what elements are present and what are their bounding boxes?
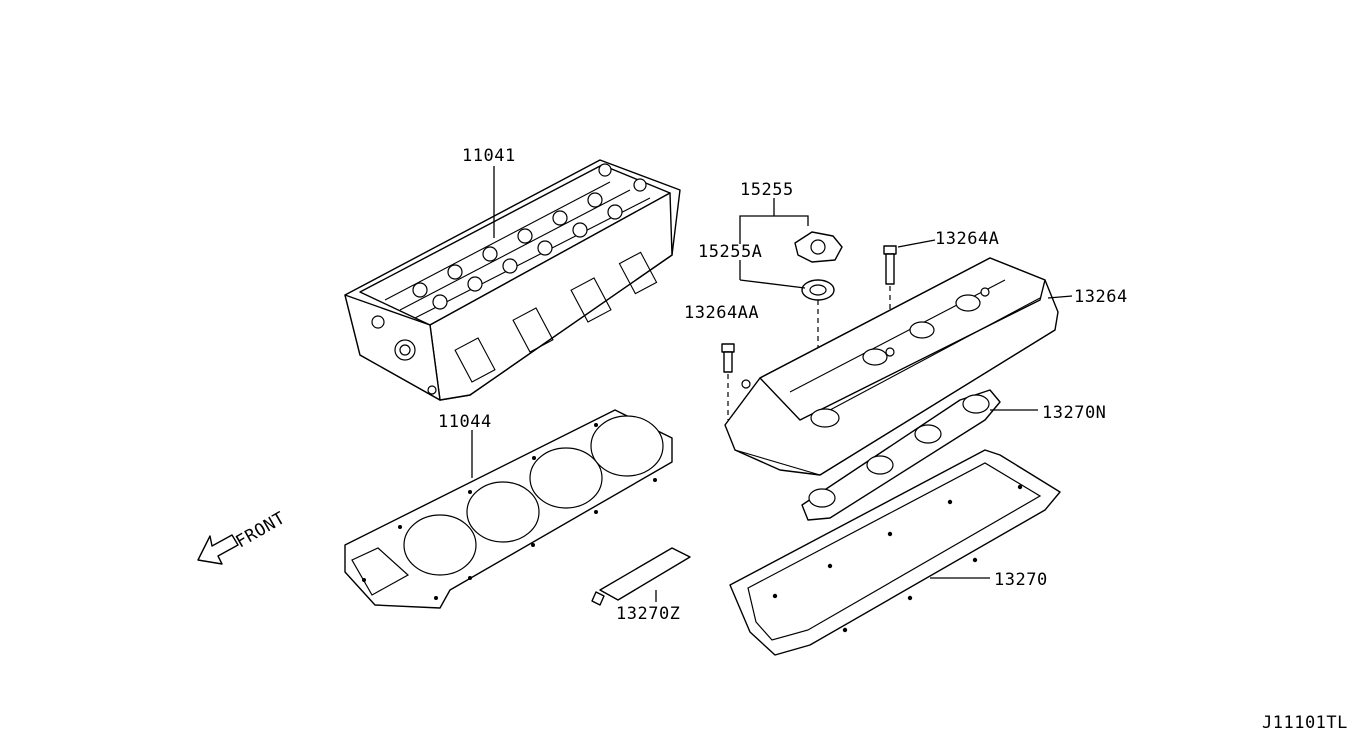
label-rocker-cover: 13264 [1074,287,1128,307]
rocker-cover-gasket[interactable] [729,449,1061,656]
front-arrow [197,534,239,565]
oil-filler-cap[interactable] [794,231,843,263]
label-cylinder-head: 11041 [462,146,516,166]
label-head-gasket: 11044 [438,412,492,432]
oil-filler-cap-gasket[interactable] [801,279,835,301]
label-front: FRONT [233,508,289,552]
label-plug-gasket: 13270N [1042,403,1106,423]
label-oil-cap-gasket: 15255A [698,242,762,262]
cover-bolt-aa[interactable] [721,343,735,373]
sealant-tube[interactable] [591,547,691,606]
label-cover-bolt-aa: 13264AA [684,303,759,323]
cylinder-head[interactable] [344,159,681,401]
plug-tube-gasket[interactable] [801,389,1001,521]
head-gasket[interactable] [344,409,673,609]
label-sealant: 13270Z [616,604,680,624]
rocker-cover[interactable] [724,257,1059,476]
leader-lines [471,166,1073,602]
label-cover-gasket: 13270 [994,570,1048,590]
diagram-code: J11101TL [1262,713,1348,733]
cover-bolt-a[interactable] [883,245,897,285]
label-cover-bolt-a: 13264A [935,229,999,249]
label-oil-cap: 15255 [740,180,794,200]
